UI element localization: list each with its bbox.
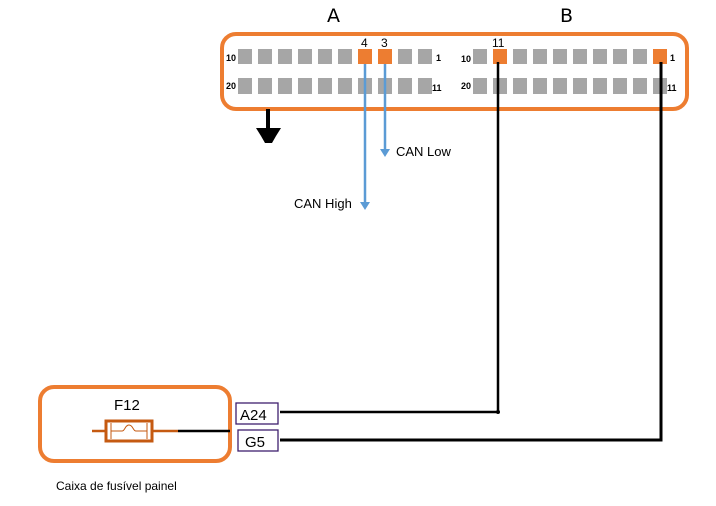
connector-a-pin-8	[278, 49, 292, 64]
fuse-label: F12	[114, 397, 140, 414]
connector-a-pin-15	[338, 78, 352, 94]
connector-a-title: A	[327, 5, 340, 27]
wire-b11-to-a24	[280, 62, 500, 414]
connector-b-pin-17	[533, 78, 547, 94]
connector-a-pin-19	[258, 78, 272, 94]
wire-b1-to-g5	[280, 62, 663, 442]
connector-b-row1-right-label: 1	[670, 53, 675, 63]
connector-b-pin-19	[493, 78, 507, 94]
connector-a-pin-10	[238, 49, 252, 64]
connector-a-pin-1	[418, 49, 432, 64]
connector-b-pin-3	[613, 49, 627, 64]
connector-b-pin-12	[633, 78, 647, 94]
connector-a-pin-3	[378, 49, 392, 64]
connector-b-pin-16	[553, 78, 567, 94]
can-low-arrow-icon	[380, 149, 390, 157]
can-low-label: CAN Low	[396, 144, 452, 159]
connector-a-pin-4	[358, 49, 372, 64]
connector-a-pin-9	[258, 49, 272, 64]
fuse-box-caption: Caixa de fusível painel	[56, 479, 177, 493]
connector-b-pin-4	[593, 49, 607, 64]
fuse-box-frame	[38, 385, 232, 463]
fuse-icon	[92, 419, 178, 443]
connector-a-pin-7	[298, 49, 312, 64]
connector-a-pin-18	[278, 78, 292, 94]
connector-a-pin-6	[318, 49, 332, 64]
connector-b-pin-18	[513, 78, 527, 94]
connector-b-pin-1	[653, 49, 667, 64]
connector-b-pins	[473, 49, 667, 94]
pin-a4-label: 4	[361, 36, 368, 50]
connector-b-pin-13	[613, 78, 627, 94]
connector-a-row2-left-label: 20	[226, 81, 236, 91]
connector-b-pin-5	[573, 49, 587, 64]
connector-b-pin-2	[633, 49, 647, 64]
terminal-a24-label: A24	[240, 407, 267, 424]
connector-b-pin-15	[573, 78, 587, 94]
can-high-label: CAN High	[294, 196, 352, 211]
connector-a-pin-5	[338, 49, 352, 64]
pin-a3-label: 3	[381, 36, 388, 50]
connector-a-pins	[238, 49, 432, 94]
pin-b11-label: 11	[492, 36, 505, 50]
connector-b-row2-right-label: 11	[667, 83, 677, 93]
wire-junction-dot	[496, 410, 500, 414]
terminal-g5-label: G5	[245, 434, 265, 451]
connector-a-pin-16	[318, 78, 332, 94]
terminal-a24-box	[235, 402, 279, 425]
ground-icon	[256, 128, 281, 143]
connector-a-row2-right-label: 11	[432, 83, 442, 93]
connector-b-pin-20	[473, 78, 487, 94]
connector-a-pin-17	[298, 78, 312, 94]
connector-frame	[220, 32, 689, 111]
connector-b-pin-9	[493, 49, 507, 64]
connector-a-pin-20	[238, 78, 252, 94]
connector-a-pin-2	[398, 49, 412, 64]
terminal-g5-box	[237, 429, 279, 452]
connector-b-pin-8	[513, 49, 527, 64]
connector-b-pin-6	[553, 49, 567, 64]
connector-b-pin-14	[593, 78, 607, 94]
connector-b-row2-left-label: 20	[461, 81, 471, 91]
connector-b-pin-10	[473, 49, 487, 64]
connector-a-row1-right-label: 1	[436, 53, 441, 63]
connector-a-pin-12	[398, 78, 412, 94]
connector-b-pin-7	[533, 49, 547, 64]
connector-b-row1-left-label: 10	[461, 54, 471, 64]
connector-a-row1-left-label: 10	[226, 53, 236, 63]
connector-b-title: B	[560, 5, 573, 27]
can-high-arrow-icon	[360, 202, 370, 210]
connector-a-pin-11	[418, 78, 432, 94]
